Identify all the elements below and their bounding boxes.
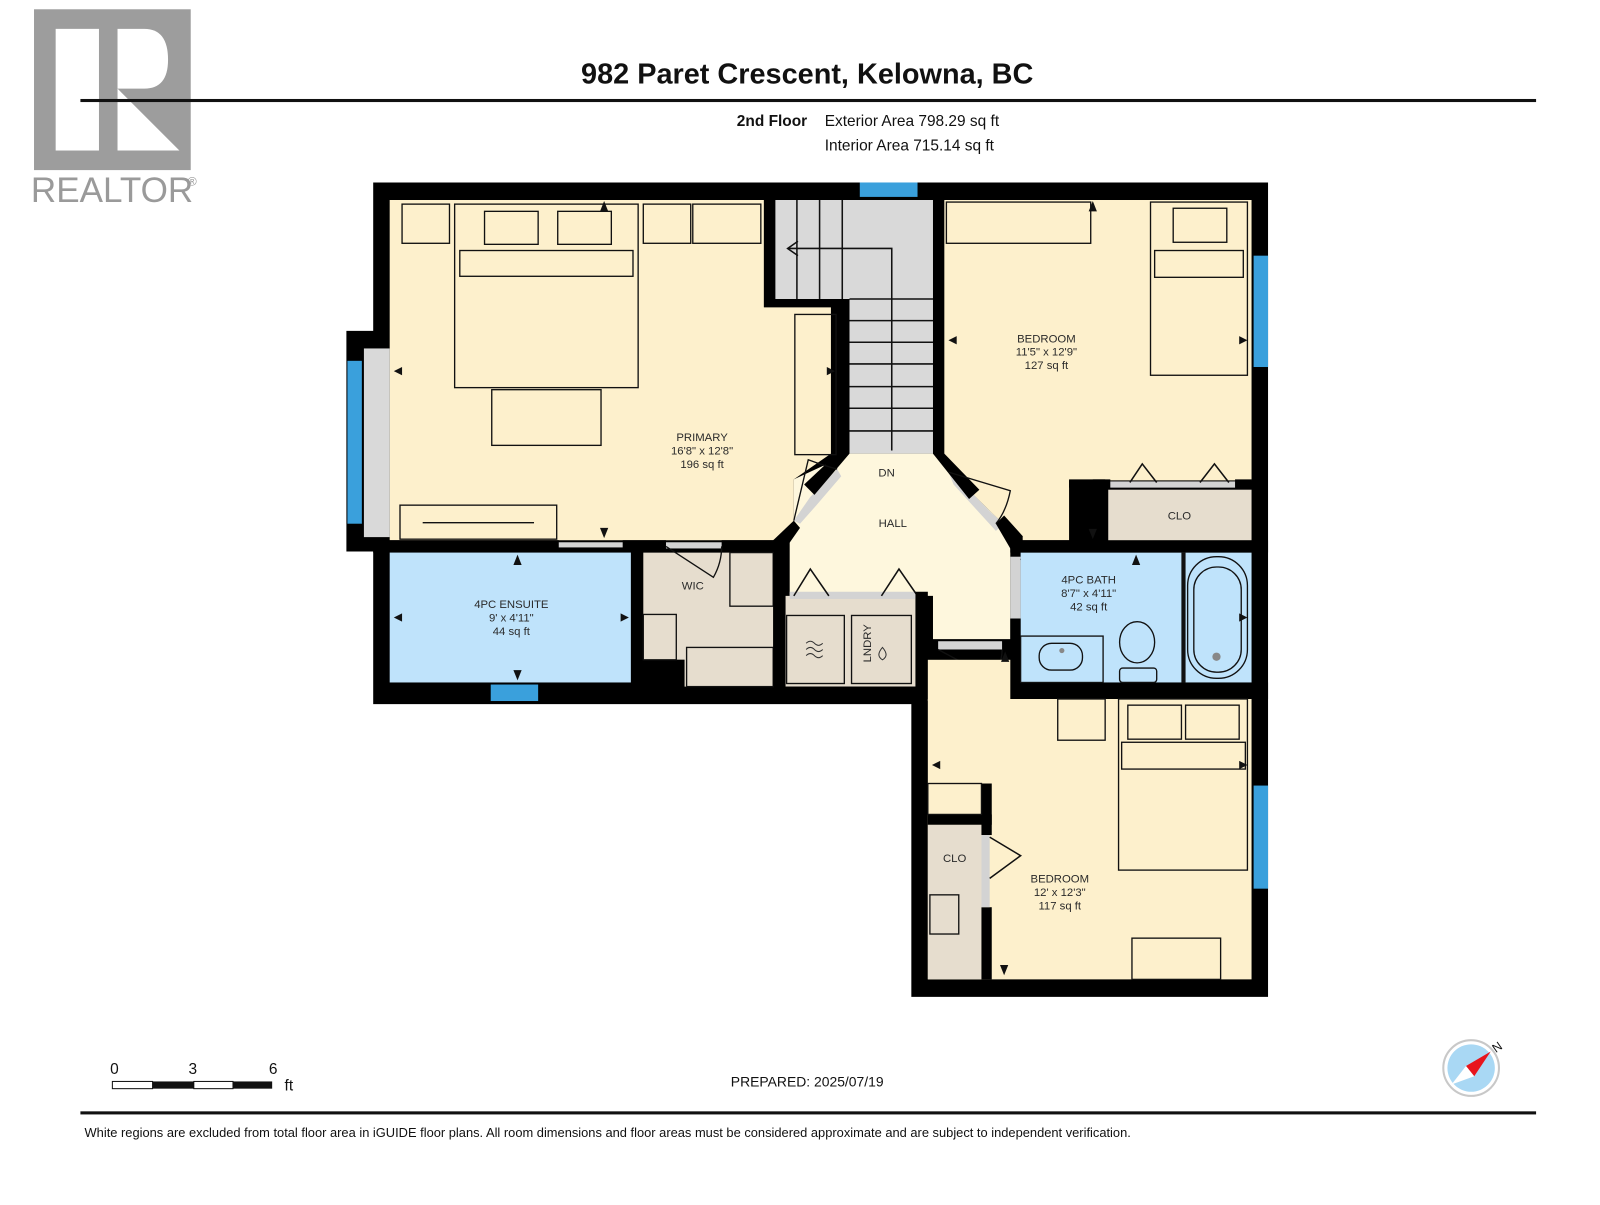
interior-area: Interior Area 715.14 sq ft xyxy=(825,138,995,155)
room-bedroom-ne xyxy=(944,200,1252,541)
scale-bar: 0 3 6 ft xyxy=(110,1061,294,1094)
laundry-label: LNDRY xyxy=(862,624,874,663)
bedroom-ne-area: 127 sq ft xyxy=(1025,360,1069,372)
window-south-ensuite xyxy=(490,684,539,702)
floor-plan: CLO DN HALL xyxy=(346,182,1269,997)
door-swing-bedroom-ne xyxy=(948,471,1012,525)
scale-tick-3: 3 xyxy=(188,1061,197,1078)
bed-primary xyxy=(453,203,639,389)
primary-label: PRIMARY xyxy=(676,432,728,444)
ensuite-label: 4PC ENSUITE xyxy=(474,599,549,611)
window-west xyxy=(347,360,362,524)
room-closet-ne xyxy=(1108,489,1252,542)
nightstand-primary-left xyxy=(401,203,451,244)
stair-wall-west xyxy=(763,200,850,454)
bedroom-ne-label: BEDROOM xyxy=(1017,333,1076,345)
toilet xyxy=(1118,620,1156,664)
bedroom-ne-dims: 11'5" x 12'9" xyxy=(1016,347,1077,359)
bedroom-se-label: BEDROOM xyxy=(1031,873,1090,885)
closet-ne-label: CLO xyxy=(1168,511,1191,523)
footer-disclaimer: White regions are excluded from total fl… xyxy=(85,1125,1131,1140)
door-bedroom-se-opening xyxy=(938,641,1003,650)
room-bath xyxy=(1020,552,1182,683)
dryer xyxy=(785,614,845,685)
bed-se xyxy=(1117,698,1249,871)
dresser-ne xyxy=(945,201,1092,244)
bath-label: 4PC BATH xyxy=(1061,575,1116,587)
door-primary-opening xyxy=(793,469,842,524)
registered-mark: ® xyxy=(188,175,197,189)
compass-icon: N xyxy=(1442,1039,1505,1097)
primary-dims: 16'8" x 12'8" xyxy=(671,446,733,458)
room-ensuite xyxy=(389,552,631,683)
measurement-arrows xyxy=(393,201,1248,976)
room-primary xyxy=(389,200,831,541)
window-east-ne xyxy=(1253,255,1269,368)
ensuite-area: 44 sq ft xyxy=(493,626,531,638)
nightstand-se xyxy=(1057,698,1106,741)
nightstand-primary-right xyxy=(642,203,692,244)
closet-primary xyxy=(794,313,837,456)
door-swing-primary xyxy=(793,458,838,521)
hall-label: HALL xyxy=(879,518,907,530)
footer-rule xyxy=(80,1111,1537,1115)
vanity xyxy=(1019,635,1104,684)
room-closet-se xyxy=(927,824,982,980)
dresser-se xyxy=(1131,937,1222,981)
stair-dn-label: DN xyxy=(878,467,894,479)
exterior-area: Exterior Area 798.29 sq ft xyxy=(825,113,1000,130)
floor-label: 2nd Floor xyxy=(737,113,807,130)
pocket-door-ensuite xyxy=(558,542,623,548)
bedroom-se-area: 117 sq ft xyxy=(1038,900,1081,912)
stair-wall-east xyxy=(932,200,945,454)
page-title: 982 Paret Crescent, Kelowna, BC xyxy=(581,59,1033,91)
bath-area: 42 sq ft xyxy=(1070,601,1108,613)
dresser-primary xyxy=(692,203,762,244)
window-north-stair xyxy=(859,182,918,197)
bed-ne xyxy=(1149,201,1249,376)
door-bath-opening xyxy=(1010,556,1021,619)
header-rule xyxy=(80,98,1537,103)
scale-tick-6: 6 xyxy=(269,1061,278,1078)
bench-primary xyxy=(491,389,602,447)
scale-unit: ft xyxy=(285,1078,294,1095)
bedroom-se-dims: 12' x 12'3" xyxy=(1034,887,1086,899)
realtor-logo: REALTOR ® xyxy=(31,9,197,210)
window-east-se xyxy=(1253,785,1269,889)
bath-dims: 8'7" x 4'11" xyxy=(1061,588,1116,600)
washer-drop-icon xyxy=(878,646,887,661)
primary-area: 196 sq ft xyxy=(680,459,724,471)
desk-primary xyxy=(399,504,558,540)
window-bench xyxy=(363,348,390,538)
door-swing-wic xyxy=(665,545,723,579)
wic-label: WIC xyxy=(682,581,704,593)
closet-se-label: CLO xyxy=(943,853,966,865)
dryer-heat-icon xyxy=(805,640,824,659)
sink xyxy=(1038,642,1084,671)
stair-treads xyxy=(786,199,933,451)
scale-tick-0: 0 xyxy=(110,1061,119,1078)
realtor-wordmark: REALTOR xyxy=(31,171,193,210)
prepared-date: PREPARED: 2025/07/19 xyxy=(731,1074,884,1090)
ensuite-dims: 9' x 4'11" xyxy=(489,613,534,625)
stairwell xyxy=(775,200,933,454)
